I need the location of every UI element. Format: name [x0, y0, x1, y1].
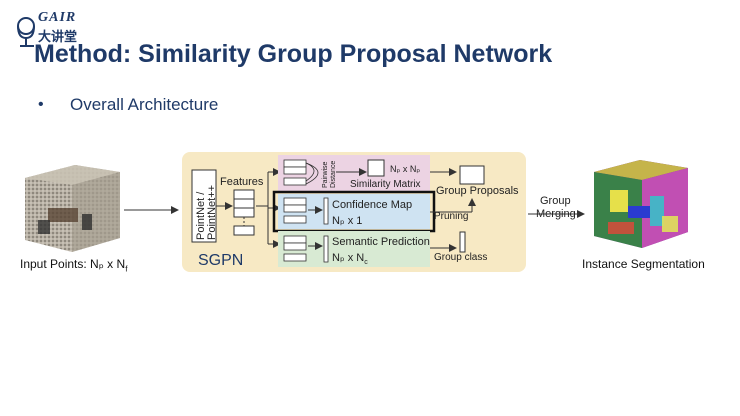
group-proposals-box — [459, 165, 485, 185]
logo — [12, 12, 102, 50]
slide-title: Method: Similarity Group Proposal Networ… — [34, 40, 553, 68]
group-merging-label-2: Merging — [536, 208, 576, 220]
input-point-cloud — [25, 165, 120, 252]
semantic-dims: Nₚ x Nc — [332, 252, 368, 267]
features-label: Features — [220, 176, 264, 188]
pruning-label: Pruning — [434, 211, 469, 222]
confidence-map-label: Confidence Map — [332, 199, 413, 211]
microphone-icon — [17, 17, 35, 47]
logo-brand: GAIR — [38, 10, 77, 25]
group-proposals-label: Group Proposals — [436, 185, 519, 197]
similarity-matrix-box — [367, 159, 385, 177]
similarity-matrix-label: Similarity Matrix — [350, 179, 421, 190]
similarity-dims: Nₚ x Nₚ — [390, 164, 421, 174]
logo-subtitle: 大讲堂 — [38, 30, 78, 45]
input-caption: Input Points: Nₚ x Nf — [20, 257, 128, 274]
bullet-text: Overall Architecture — [70, 95, 219, 114]
pairwise-distance-label: Pairwise Distance — [322, 160, 337, 188]
group-class-box — [459, 231, 466, 253]
group-merging-label-1: Group — [540, 195, 571, 207]
semantic-prediction-label: Semantic Prediction — [332, 236, 430, 248]
feature-stack — [233, 189, 255, 236]
backbone-label: PointNet / PointNet++ — [195, 184, 218, 240]
output-caption: Instance Segmentation — [582, 257, 705, 271]
group-class-label: Group class — [434, 252, 488, 263]
output-instance-cloud — [594, 160, 688, 248]
sgpn-label: SGPN — [198, 252, 244, 269]
confidence-dims: Nₚ x 1 — [332, 215, 363, 227]
bullet-dot: • — [38, 96, 44, 113]
backbone-box — [191, 169, 217, 243]
